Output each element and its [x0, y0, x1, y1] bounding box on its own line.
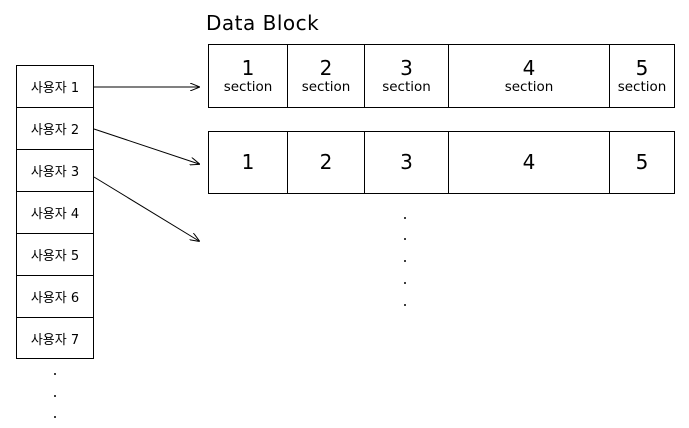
section-cell: 3: [364, 132, 448, 193]
user-item: 사용자 3: [17, 150, 93, 192]
section-cell: 4: [448, 132, 609, 193]
section-number: 5: [635, 55, 649, 80]
section-cell: 5 section: [609, 45, 674, 107]
ellipsis-dot: [404, 260, 406, 262]
section-cell: 1: [209, 132, 287, 193]
section-cell: 2: [287, 132, 364, 193]
user-item: 사용자 5: [17, 234, 93, 276]
section-cell: 1 section: [209, 45, 287, 107]
user-item: 사용자 6: [17, 276, 93, 318]
user-item: 사용자 4: [17, 192, 93, 234]
section-cell: 4 section: [448, 45, 609, 107]
section-number: 1: [241, 150, 255, 174]
section-label: section: [504, 78, 554, 95]
section-cell: 3 section: [364, 45, 448, 107]
section-label: section: [382, 78, 431, 95]
ellipsis-dot: [54, 416, 56, 418]
ellipsis-dot: [404, 282, 406, 284]
section-number: 4: [522, 55, 536, 80]
section-number: 3: [400, 55, 413, 80]
ellipsis-dot: [404, 238, 406, 240]
data-block-row: 1 2 3 4 5: [208, 131, 675, 194]
arrow-user2-to-row2: [93, 128, 199, 164]
section-number: 2: [319, 55, 333, 80]
ellipsis-dot: [404, 217, 406, 219]
section-number: 2: [319, 150, 333, 174]
section-number: 3: [400, 150, 413, 174]
ellipsis-dot: [54, 395, 56, 397]
section-cell: 5: [609, 132, 674, 193]
arrow-user3-to-next: [93, 176, 199, 241]
section-label: section: [617, 78, 667, 95]
user-list: 사용자 1 사용자 2 사용자 3 사용자 4 사용자 5 사용자 6 사용자 …: [16, 65, 94, 359]
section-label: section: [223, 78, 273, 95]
section-number: 4: [522, 150, 536, 174]
diagram-title: Data Block: [206, 11, 320, 35]
user-item: 사용자 1: [17, 66, 93, 108]
ellipsis-dot: [54, 373, 56, 375]
section-label: section: [301, 78, 351, 95]
section-number: 5: [635, 150, 649, 174]
section-number: 1: [241, 55, 255, 80]
user-item: 사용자 7: [30, 332, 80, 348]
user-item: 사용자 2: [17, 108, 93, 150]
data-block-row: 1 section 2 section 3 section 4 section …: [208, 44, 675, 108]
ellipsis-dot: [404, 304, 406, 306]
section-cell: 2 section: [287, 45, 364, 107]
